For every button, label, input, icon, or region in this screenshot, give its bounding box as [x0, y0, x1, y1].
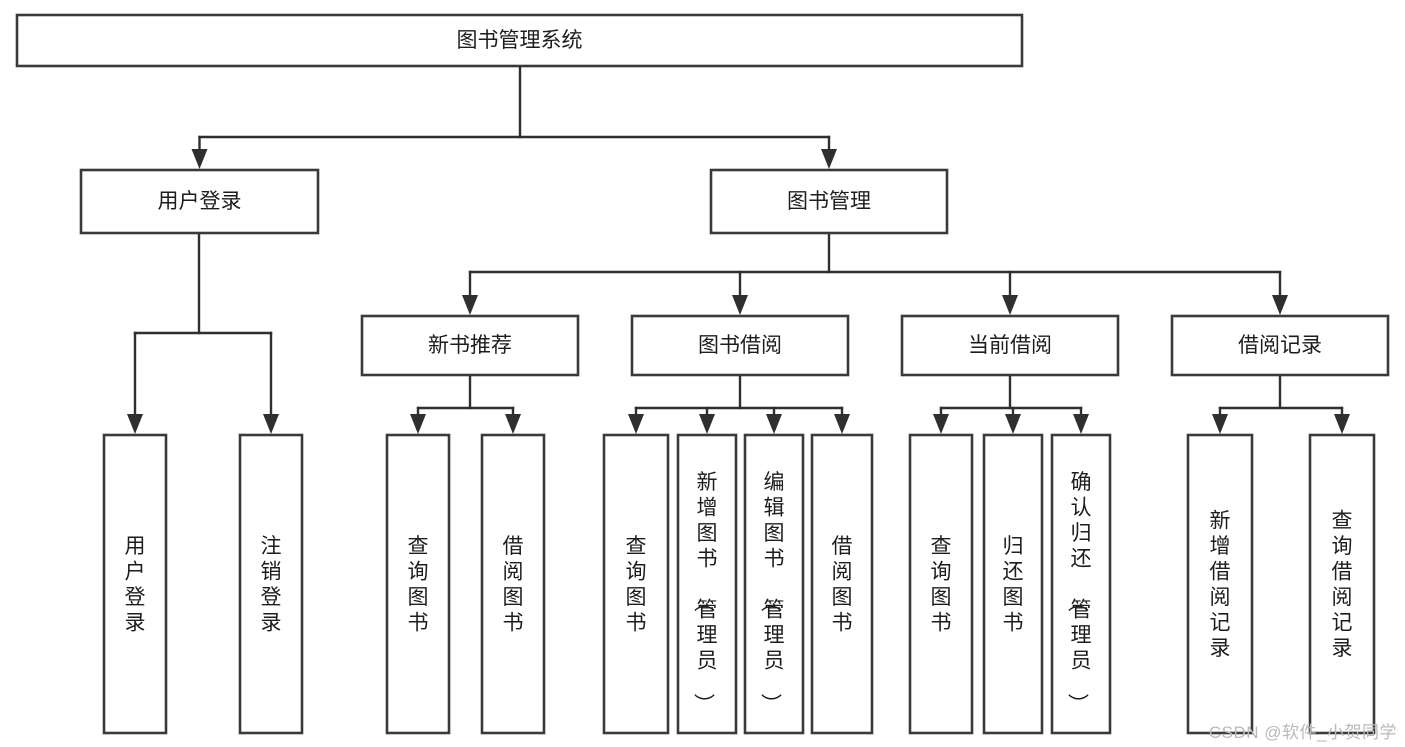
node-f10[interactable]: 归还图书 — [982, 433, 1044, 735]
node-box[interactable] — [908, 433, 974, 735]
node-f1[interactable]: 用户登录 — [102, 433, 168, 735]
connector-group — [191, 64, 837, 169]
node-label: 新书推荐 — [428, 334, 512, 357]
node-box[interactable] — [102, 433, 168, 735]
arrow-head-icon — [1334, 414, 1350, 434]
node-label: 注销登录 — [261, 535, 282, 635]
node-box[interactable] — [900, 314, 1120, 377]
arrow-head-icon — [263, 414, 279, 434]
node-f5[interactable]: 查询图书 — [602, 433, 670, 735]
node-l2b[interactable]: 图书管理 — [709, 168, 949, 235]
node-box[interactable] — [385, 433, 451, 735]
arrow-head-icon — [699, 414, 715, 434]
node-f13[interactable]: 查询借阅记录 — [1308, 433, 1376, 735]
node-box[interactable] — [602, 433, 670, 735]
node-label: 编辑图书（管理员） — [759, 471, 785, 714]
node-box[interactable] — [480, 433, 546, 735]
node-label: 图书管理系统 — [457, 29, 583, 52]
arrow-head-icon — [732, 295, 748, 315]
node-box[interactable] — [15, 13, 1024, 68]
node-box[interactable] — [1170, 314, 1390, 377]
csdn-watermark: CSDN @软件_小贺同学 — [1208, 723, 1397, 742]
arrow-head-icon — [766, 414, 782, 434]
node-f7[interactable]: 编辑图书（管理员） — [743, 433, 805, 735]
arrow-head-icon — [462, 295, 478, 315]
node-box[interactable] — [360, 314, 580, 377]
node-f4[interactable]: 借阅图书 — [480, 433, 546, 735]
node-f3[interactable]: 查询图书 — [385, 433, 451, 735]
node-label: 新增图书（管理员） — [692, 471, 718, 714]
node-f8[interactable]: 借阅图书 — [810, 433, 874, 735]
arrow-head-icon — [933, 414, 949, 434]
arrow-head-icon — [628, 414, 644, 434]
node-box[interactable] — [1050, 433, 1112, 735]
arrow-head-icon — [127, 414, 143, 434]
arrow-head-icon — [505, 414, 521, 434]
node-label: 用户登录 — [125, 535, 146, 635]
node-label: 查询图书 — [626, 535, 647, 635]
node-box[interactable] — [709, 168, 949, 235]
node-label: 当前借阅 — [968, 334, 1052, 357]
node-box[interactable] — [1186, 433, 1254, 735]
arrow-head-icon — [410, 414, 426, 434]
node-l3d[interactable]: 借阅记录 — [1170, 314, 1390, 377]
node-f11[interactable]: 确认归还（管理员） — [1050, 433, 1112, 735]
node-box[interactable] — [810, 433, 874, 735]
node-box[interactable] — [1308, 433, 1376, 735]
arrow-head-icon — [1272, 295, 1288, 315]
connector-group — [462, 231, 1288, 315]
node-l3b[interactable]: 图书借阅 — [630, 314, 850, 377]
node-box[interactable] — [79, 168, 320, 235]
arrow-head-icon — [834, 414, 850, 434]
node-label: 借阅图书 — [503, 535, 524, 635]
arrow-head-icon — [191, 149, 208, 169]
node-label: 新增借阅记录 — [1210, 509, 1231, 660]
node-label: 用户登录 — [158, 190, 242, 213]
arrow-head-icon — [1002, 295, 1018, 315]
arrow-head-icon — [1073, 414, 1089, 434]
connector-group — [1212, 373, 1350, 434]
node-box[interactable] — [238, 433, 304, 735]
node-label: 查询图书 — [408, 535, 429, 635]
connector-group — [127, 231, 279, 434]
node-l3c[interactable]: 当前借阅 — [900, 314, 1120, 377]
node-label: 借阅图书 — [832, 535, 853, 635]
node-f2[interactable]: 注销登录 — [238, 433, 304, 735]
node-label: 图书管理 — [787, 190, 871, 213]
arrow-head-icon — [1005, 414, 1021, 434]
arrow-head-icon — [821, 149, 837, 169]
connector-group — [628, 373, 850, 434]
node-box[interactable] — [676, 433, 738, 735]
arrow-head-icon — [1212, 414, 1228, 434]
node-box[interactable] — [743, 433, 805, 735]
node-box[interactable] — [630, 314, 850, 377]
connector-group — [933, 373, 1089, 434]
node-label: 借阅记录 — [1238, 334, 1322, 357]
node-f6[interactable]: 新增图书（管理员） — [676, 433, 738, 735]
node-label: 查询图书 — [931, 535, 952, 635]
node-f9[interactable]: 查询图书 — [908, 433, 974, 735]
connector-group — [410, 373, 521, 434]
node-l2a[interactable]: 用户登录 — [79, 168, 320, 235]
connector-layer — [127, 64, 1350, 434]
node-label: 查询借阅记录 — [1332, 509, 1353, 660]
node-f12[interactable]: 新增借阅记录 — [1186, 433, 1254, 735]
node-root[interactable]: 图书管理系统 — [15, 13, 1024, 68]
node-label: 确认归还（管理员） — [1066, 471, 1092, 714]
node-layer: 图书管理系统用户登录图书管理新书推荐图书借阅当前借阅借阅记录用户登录注销登录查询… — [15, 13, 1390, 735]
node-label: 图书借阅 — [698, 334, 782, 357]
node-l3a[interactable]: 新书推荐 — [360, 314, 580, 377]
node-box[interactable] — [982, 433, 1044, 735]
node-label: 归还图书 — [1003, 535, 1024, 635]
